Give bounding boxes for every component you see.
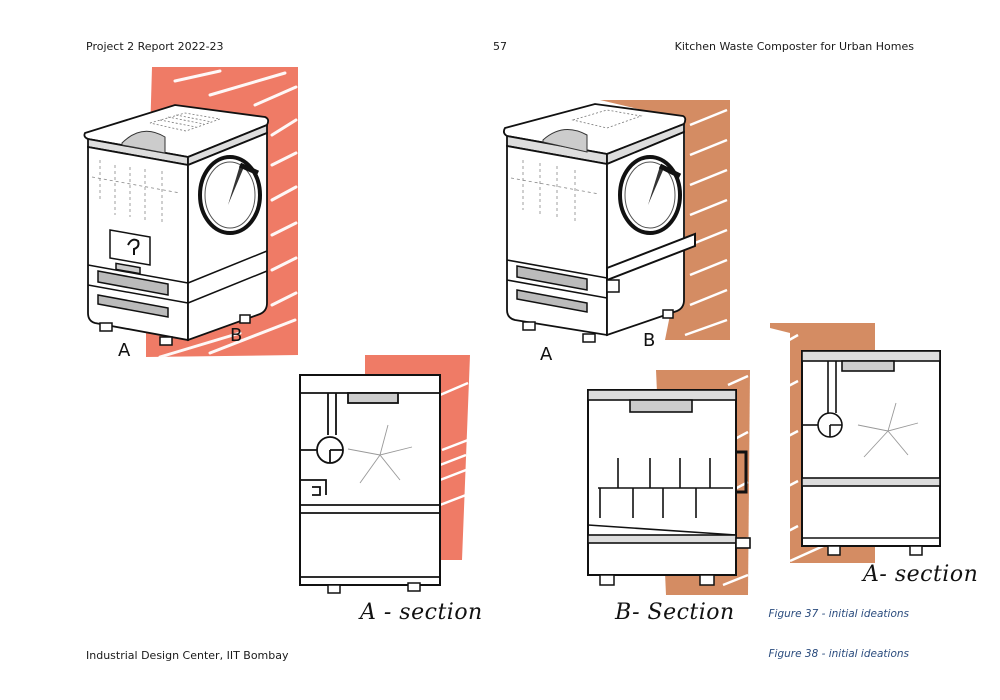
- dial-icon: [198, 155, 262, 235]
- right-iso-label-a: A: [540, 344, 553, 365]
- figure-38-caption: Figure 38 - initial ideations: [768, 648, 910, 660]
- footer-institution: Industrial Design Center, IIT Bombay: [86, 649, 289, 662]
- right-a-section-sketch: [770, 323, 941, 563]
- right-b-section-label: B- Section: [615, 600, 735, 625]
- right-b-section-sketch: [587, 370, 751, 595]
- left-iso-sketch: [83, 67, 298, 359]
- figure-37-caption: Figure 37 - initial ideations: [768, 608, 910, 620]
- page-number: 57: [493, 40, 507, 53]
- left-iso-label-b: B: [230, 325, 243, 346]
- right-iso-label-b: B: [643, 330, 656, 351]
- chute-opening: [109, 229, 151, 275]
- left-a-section-sketch: [299, 355, 470, 594]
- right-a-section-label: A- section: [863, 562, 979, 587]
- left-iso-label-a: A: [118, 340, 131, 361]
- right-iso-sketch: [502, 100, 730, 343]
- header-project-title: Kitchen Waste Composter for Urban Homes: [674, 40, 914, 53]
- header-report-title: Project 2 Report 2022-23: [86, 40, 224, 53]
- dial-icon: [618, 155, 682, 235]
- coral-backdrop: [365, 355, 470, 560]
- left-a-section-label: A - section: [360, 600, 483, 625]
- terracotta-backdrop: [600, 100, 730, 340]
